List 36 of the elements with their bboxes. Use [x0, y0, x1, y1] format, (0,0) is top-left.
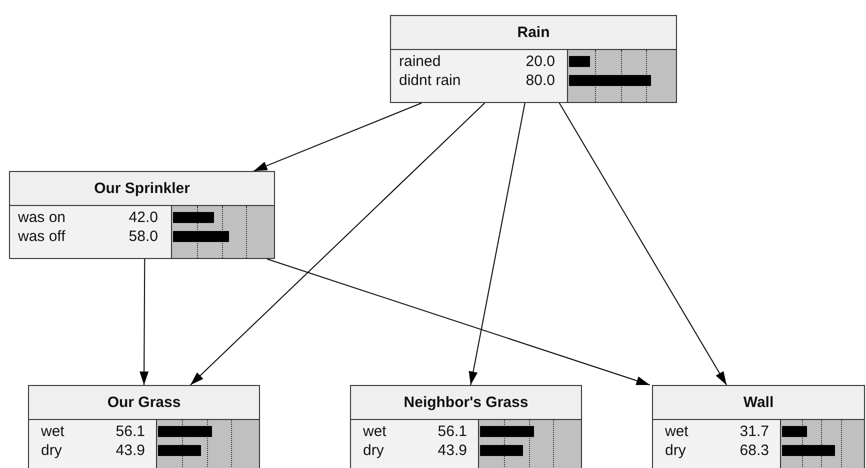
probability-value: 42.0	[128, 209, 158, 226]
probability-value: 58.0	[128, 228, 158, 245]
probability-value: 31.7	[740, 423, 769, 440]
state-label: wet	[363, 423, 386, 440]
state-label: dry	[41, 442, 62, 459]
arrow	[266, 258, 650, 386]
state-label: dry	[363, 442, 384, 459]
arrow	[190, 102, 486, 386]
node-title: Neighbor's Grass	[404, 394, 528, 411]
probability-value: 43.9	[438, 442, 467, 459]
arrow	[558, 102, 728, 386]
node-box	[9, 171, 275, 259]
node-box	[652, 385, 865, 468]
node-title: Rain	[517, 24, 550, 41]
state-label: rained	[399, 53, 441, 70]
node-title: Our Grass	[107, 394, 181, 411]
arrow	[140, 258, 149, 386]
state-label: was on	[18, 209, 66, 226]
node-box	[350, 385, 582, 468]
probability-value: 20.0	[526, 53, 555, 70]
probability-value: 80.0	[526, 72, 555, 89]
probability-value: 68.3	[740, 442, 769, 459]
probability-value: 56.1	[438, 423, 467, 440]
state-label: wet	[665, 423, 688, 440]
state-label: was off	[18, 228, 66, 245]
node-box	[390, 15, 677, 103]
arrow	[253, 102, 422, 172]
arrow	[468, 102, 526, 386]
node-title: Wall	[743, 394, 774, 411]
node-title: Our Sprinkler	[94, 180, 190, 197]
state-label: didnt rain	[399, 72, 461, 89]
state-label: wet	[41, 423, 64, 440]
node-box	[28, 385, 260, 468]
probability-value: 56.1	[116, 423, 145, 440]
probability-value: 43.9	[116, 442, 145, 459]
state-label: dry	[665, 442, 686, 459]
